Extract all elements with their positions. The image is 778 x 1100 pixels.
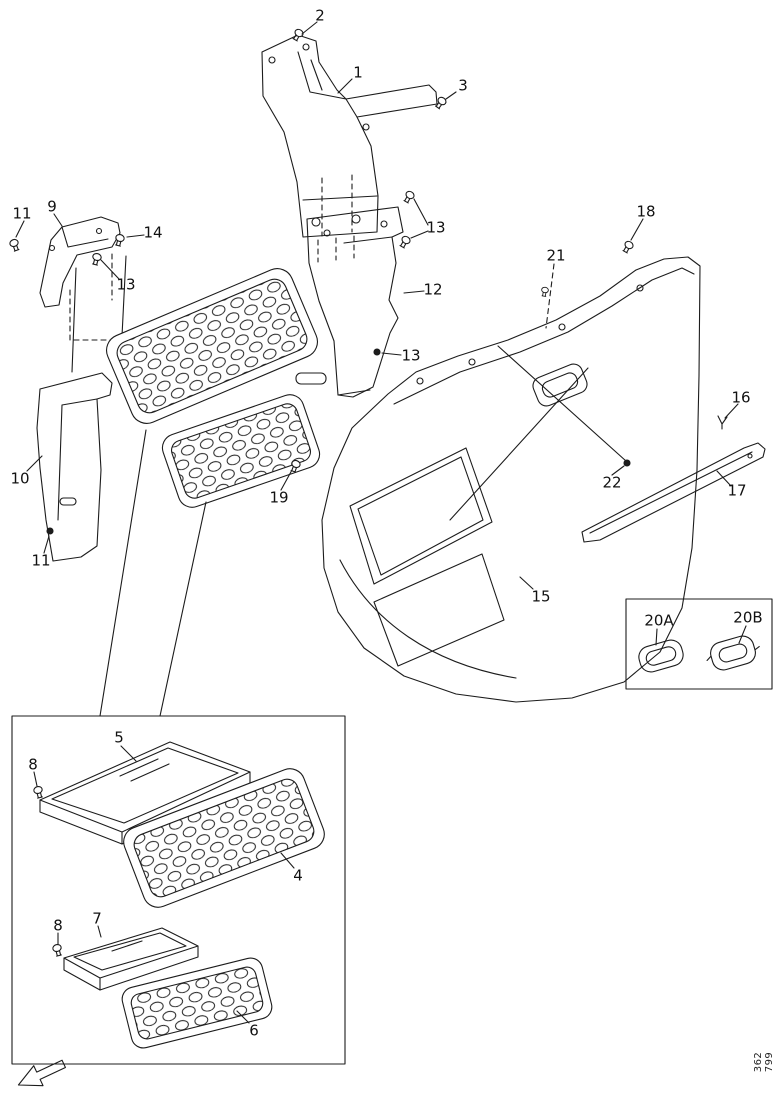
part-20b-bezel (706, 635, 760, 671)
part-7-step-tray (63, 927, 199, 991)
screw-part-11-upper (8, 237, 22, 253)
screw-part-13-mid (397, 234, 412, 250)
part-12-support-bracket (295, 206, 404, 398)
fastener-11-dot (46, 527, 54, 535)
detail-box-20 (625, 598, 773, 690)
part-label-10: 10 (10, 469, 30, 488)
inset-projection-lines (99, 429, 207, 717)
part-4-step-plate (123, 768, 325, 908)
part-label-11a: 11 (12, 204, 32, 223)
alignment-dashed-lines (69, 174, 555, 341)
screw-part-18 (620, 239, 635, 255)
part-1-mounting-bracket (261, 34, 438, 238)
inset-detail-box (11, 715, 346, 1065)
part-label-9: 9 (47, 197, 57, 216)
part-label-3: 3 (458, 76, 468, 95)
part-label-5: 5 (114, 728, 124, 747)
part-label-20a: 20A (644, 611, 674, 630)
part-label-6: 6 (249, 1021, 259, 1040)
panel-reference-lines (449, 345, 627, 521)
part-lower-step-plate (161, 394, 321, 508)
part-label-20b: 20B (733, 608, 763, 627)
part-label-13a: 13 (116, 275, 136, 294)
screw-part-2 (290, 27, 305, 43)
part-top-step-plate (106, 268, 318, 424)
part-label-12: 12 (423, 280, 443, 299)
part-label-8a: 8 (28, 755, 38, 774)
part-6-step-plate (121, 957, 273, 1049)
screw-part-13-left (90, 252, 103, 267)
screw-part-8-lower (51, 943, 64, 958)
part-label-17: 17 (727, 481, 747, 500)
part-label-19: 19 (269, 488, 289, 507)
document-number: 362 799 (753, 1051, 775, 1073)
part-label-14: 14 (143, 223, 163, 242)
part-label-2: 2 (315, 6, 325, 25)
part-label-18: 18 (636, 202, 656, 221)
support-column-lines (71, 255, 127, 373)
callout-leader-lines (15, 21, 747, 1024)
part-17-trim-strip (581, 442, 766, 543)
part-label-16: 16 (731, 388, 751, 407)
part-label-15: 15 (531, 587, 551, 606)
part-15-step-well-panel (321, 256, 701, 703)
fastener-13-dot (373, 348, 381, 356)
part-label-4: 4 (293, 866, 303, 885)
part-label-11b: 11 (31, 551, 51, 570)
part-label-7: 7 (92, 909, 102, 928)
fastener-22-dot (623, 459, 631, 467)
part-label-8b: 8 (53, 916, 63, 935)
clip-part-16 (717, 415, 728, 430)
part-9-bracket (39, 216, 121, 308)
handle-recess (532, 363, 588, 407)
part-label-13b: 13 (426, 218, 446, 237)
detail-box-20-border (625, 598, 773, 690)
part-label-22: 22 (602, 473, 622, 492)
part-10-side-bracket (36, 372, 113, 562)
screw-part-21 (540, 286, 550, 298)
part-label-21: 21 (546, 246, 566, 265)
part-label-1: 1 (353, 63, 363, 82)
inset-box-border (11, 715, 346, 1065)
direction-arrow-icon (17, 1059, 66, 1087)
screw-part-8-upper (32, 785, 45, 800)
part-20a-bezel (638, 639, 684, 673)
part-label-13c: 13 (401, 346, 421, 365)
screw-part-13-upper (401, 189, 416, 205)
